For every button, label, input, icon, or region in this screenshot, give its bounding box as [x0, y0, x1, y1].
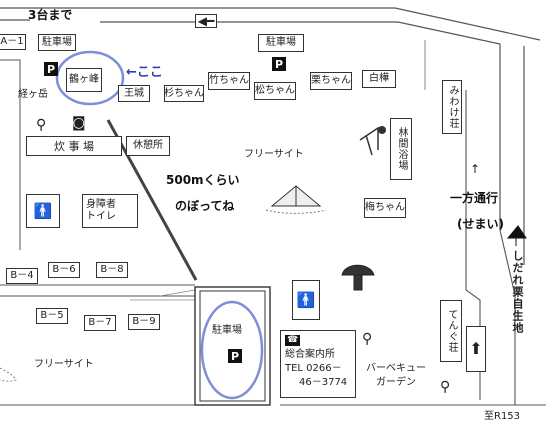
faucet-icon: ⚲: [440, 379, 451, 395]
cabin-takechan: 竹ちゃん: [208, 72, 250, 90]
parking-bottom: 駐車場: [212, 325, 242, 336]
restroom-icon: 🚹: [26, 194, 60, 228]
highlight-circle-parking: [200, 300, 264, 400]
cabin-shirakaba: 白樺: [362, 70, 396, 88]
cooking-area: 炊 事 場: [26, 136, 122, 156]
parking-icon: P: [44, 62, 58, 76]
note-three-cars: 3台まで: [28, 8, 73, 22]
lodge-tengu: てんぐ荘: [440, 300, 462, 362]
note-climb: のぼってね: [175, 199, 235, 213]
bath-figure-icon: [359, 126, 379, 156]
accessible-toilet-label-1: 身障者: [86, 199, 116, 210]
cabin-suginchan: 杉ちゃん: [164, 85, 204, 102]
parking-icon: P: [228, 349, 242, 363]
cabin-matsuchan: 松ちゃん: [254, 82, 296, 100]
note-narrow: (せまい): [457, 217, 504, 231]
mushroom-icon: [341, 264, 375, 291]
cabin-oujou: 王城: [118, 85, 150, 102]
parking-icon: P: [272, 57, 286, 71]
parking-top-left: 駐車場: [38, 34, 76, 51]
shidare-chestnut-area: しだれ栗自生地: [511, 250, 524, 334]
faucet-icon: ⚲: [362, 331, 373, 347]
info-center: ☎ 総合案内所 TEL 0266－ 46－3774: [280, 330, 356, 398]
bbq-garden-1: バーベキュー: [366, 363, 426, 374]
tree-icon: [506, 225, 527, 246]
cabin-umechan: 梅ちゃん: [364, 198, 406, 218]
tent-icon: [270, 185, 322, 207]
cabin-tsurugamine: 鶴ヶ峰: [66, 68, 102, 92]
info-center-name: 総合案内所: [285, 349, 335, 360]
note-one-way: 一方通行: [450, 191, 499, 205]
site-b8: B－8: [96, 262, 128, 278]
cabin-kurichan: 栗ちゃん: [310, 72, 352, 90]
faucet-icon: ⚲: [36, 117, 47, 133]
site-b6: B－6: [48, 262, 80, 278]
rest-area: 休憩所: [126, 136, 170, 156]
note-distance: 500mくらい: [166, 173, 240, 187]
site-b4: B－4: [6, 268, 38, 284]
bbq-garden-2: ガーデン: [376, 377, 416, 388]
rinkan-bath: 林間浴場: [390, 118, 412, 180]
pot-icon: ◙: [72, 115, 86, 131]
to-route-153: 至R153: [484, 411, 521, 422]
lodge-a1: A－1: [0, 34, 26, 50]
left-arrow-sign-icon: ◀━: [195, 14, 217, 28]
free-site-top: フリーサイト: [244, 149, 304, 160]
info-center-tel: TEL 0266－: [285, 363, 342, 374]
site-b5: B－5: [36, 308, 68, 324]
restroom-icon: 🚹: [292, 280, 320, 320]
up-arrow-sign-icon: ⬆: [466, 326, 486, 372]
accessible-toilet-label-2: トイレ: [86, 211, 116, 222]
parking-top-right: 駐車場: [258, 34, 304, 52]
note-here: ←ここ: [126, 65, 163, 80]
free-site-bottom: フリーサイト: [34, 359, 94, 370]
accessible-toilet: 身障者 トイレ: [82, 194, 138, 228]
lodge-miwake: みわけ荘: [442, 80, 462, 134]
site-b9: B－9: [128, 314, 160, 330]
telephone-icon: ☎: [285, 335, 301, 346]
site-b7: B－7: [84, 315, 116, 331]
highlight-circle-tsurugamine: [55, 50, 125, 106]
one-way-arrow: ↑: [470, 162, 481, 176]
cabin-keigamine: 経ヶ岳: [18, 89, 48, 100]
info-center-tel-number: 46－3774: [299, 377, 348, 388]
